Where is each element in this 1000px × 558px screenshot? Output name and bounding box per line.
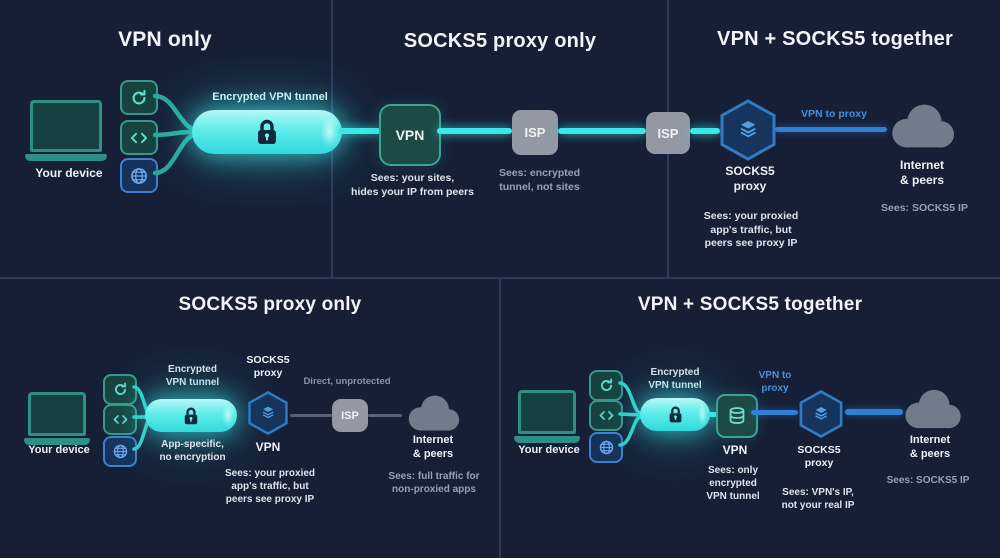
panel-title-vpn-socks5: VPN + SOCKS5 together [717,28,953,50]
proxy-to-internet-line [845,409,903,415]
socks5-proxy-caption: Sees: VPN's IP, not your real IP [781,487,855,511]
vpn-to-proxy-line [751,410,798,415]
internet-label: Internet & peers [899,158,945,187]
isp-node-label: ISP [341,409,359,422]
panel-title-vpn-only: VPN only [118,28,212,51]
socks5-proxy-node [720,99,776,161]
cloud-icon [892,104,955,148]
app-connector-curves [153,93,199,176]
lock-icon [668,406,682,424]
isp-to-isp2-line [558,128,646,134]
socks5-proxy-caption: Sees: your proxied app's traffic, but pe… [224,468,316,505]
proxy-to-internet-line [775,127,887,132]
vpn-caption: Sees: only encrypted VPN tunnel [706,465,760,502]
device-label: Your device [518,444,580,456]
isp-node-label: ISP [524,125,546,140]
app-connector-curves [618,381,642,447]
isp-node: ISP [512,110,558,155]
isp-to-internet-line [368,414,402,417]
internet-caption: Sees: SOCKS5 IP [881,202,968,214]
laptop-icon [24,100,108,161]
tunnel-label: Encrypted VPN tunnel [165,364,220,388]
panel-title-socks5-only-2: SOCKS5 proxy only [178,294,362,315]
panel-title-socks5-only: SOCKS5 proxy only [403,30,597,52]
tunnel-to-vpn-line [708,412,718,417]
tunnel-to-vpn-line [338,128,381,134]
isp-caption: Sees: encrypted tunnel, not sites [498,167,581,193]
internet-caption: Sees: SOCKS5 IP [886,475,970,486]
code-icon [103,404,137,435]
vpn-caption: Sees: your sites, hides your IP from pee… [351,172,474,198]
tunnel-sublabel: App-specific, no encryption [159,439,226,463]
encrypted-tunnel [145,399,237,432]
proxy-to-isp-line [290,414,332,417]
laptop-icon [23,392,91,445]
socks5-proxy-label: SOCKS5 proxy [246,354,290,380]
vpn-to-proxy-label: VPN to proxy [801,108,867,120]
refresh-icon [589,370,623,401]
socks5-proxy-caption: Sees: your proxied app's traffic, but pe… [703,210,799,250]
divider-horizontal [0,277,1000,279]
socks5-proxy-node [248,391,288,435]
globe-icon [589,432,623,463]
vpn-node [716,394,758,438]
internet-label: Internet & peers [412,434,454,460]
divider-vertical-3 [499,279,501,558]
encrypted-tunnel [640,398,710,431]
direct-link-label: Direct, unprotected [303,376,391,387]
isp-node-2: ISP [646,112,690,154]
globe-icon [120,158,158,193]
vpn-label: VPN [722,443,748,457]
laptop-icon [513,390,581,443]
device-label: Your device [28,444,90,456]
panel-title-vpn-socks5-2: VPN + SOCKS5 together [637,294,863,315]
vpn-to-isp-line [437,128,512,134]
database-icon [729,407,745,424]
internet-label: Internet & peers [909,434,951,460]
globe-icon [103,436,137,467]
socks5-proxy-node [799,390,843,438]
vpn-node: VPN [379,104,441,166]
socks5-proxy-label: SOCKS5 proxy [797,444,841,470]
lock-icon [256,119,278,146]
vpn-label: VPN [255,440,281,454]
encrypted-tunnel [192,110,342,154]
internet-caption: Sees: full traffic for non-proxied apps [388,471,480,495]
tunnel-label: Encrypted VPN tunnel [212,91,328,103]
cloud-icon [905,389,961,429]
vpn-node-label: VPN [395,127,425,143]
vpn-to-proxy-label: VPN to proxy [758,370,792,394]
code-icon [120,120,158,155]
tunnel-label: Encrypted VPN tunnel [648,367,702,391]
isp-node: ISP [332,399,368,432]
device-label: Your device [35,166,103,180]
lock-icon [183,407,199,425]
isp-node-2-label: ISP [657,125,679,141]
cloud-icon [408,395,460,431]
socks5-proxy-label: SOCKS5 proxy [725,164,775,193]
isp2-to-proxy-line [690,128,720,134]
